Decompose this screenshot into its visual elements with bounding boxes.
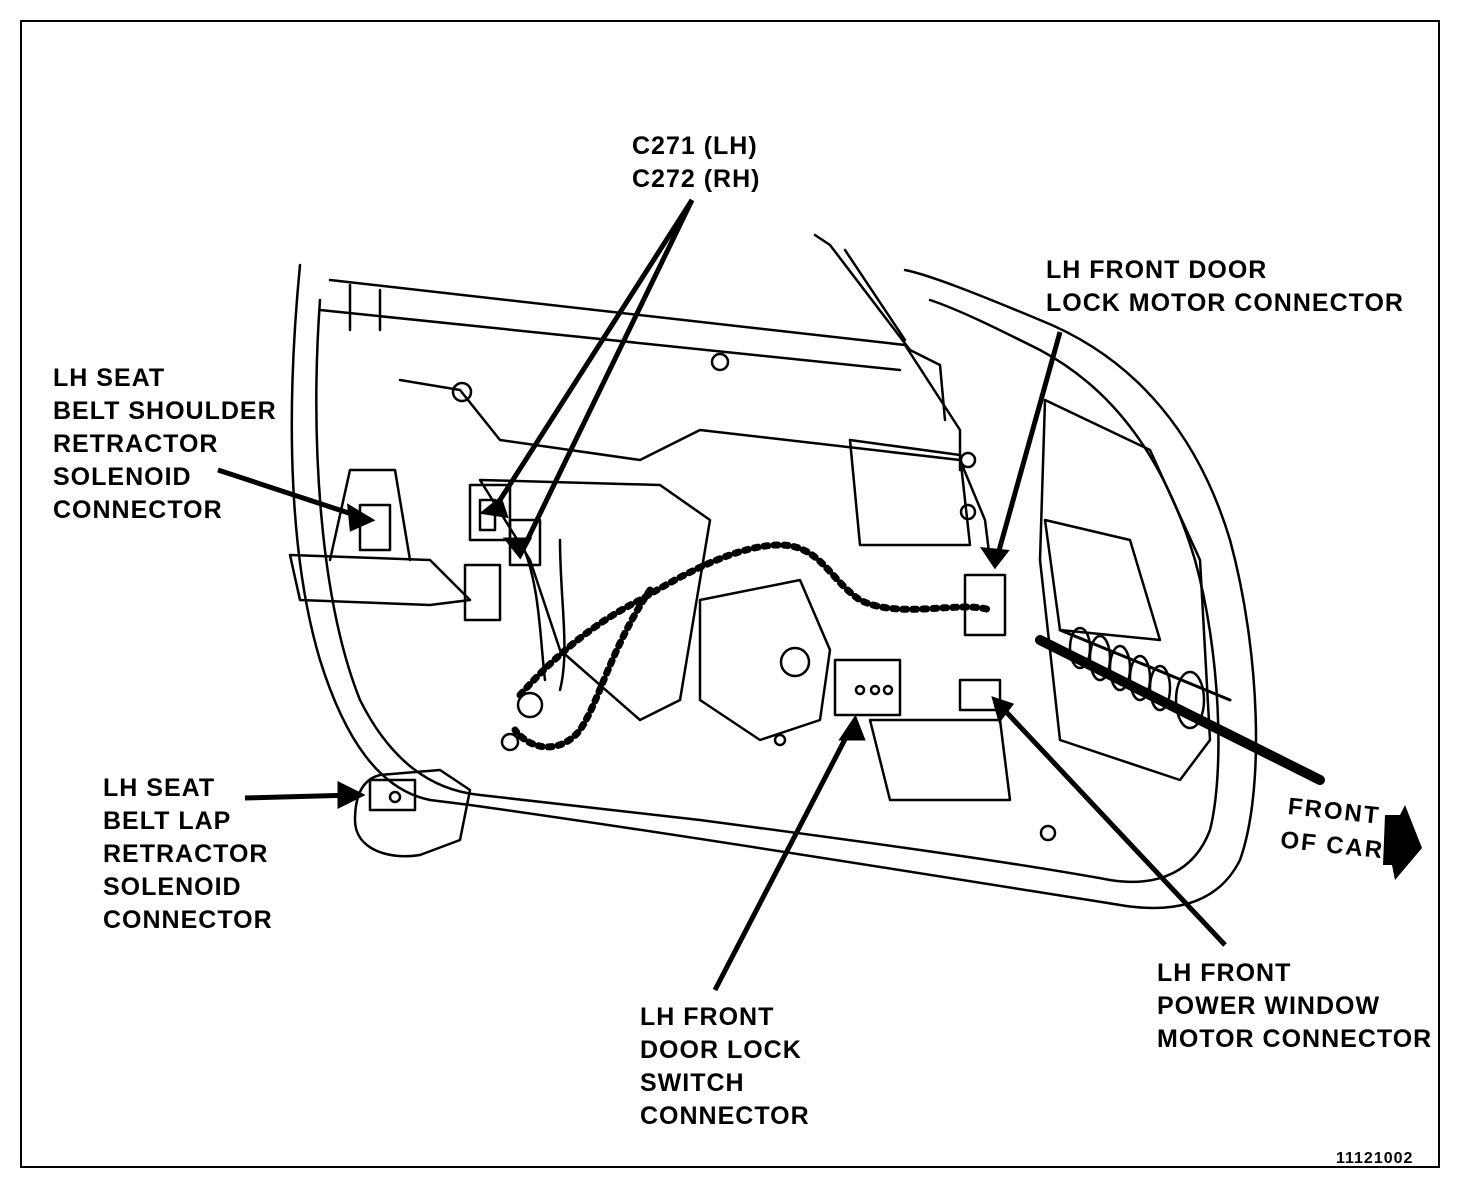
inner-stamping (398, 378, 992, 562)
leader-lock-switch (712, 718, 858, 992)
leader-c271-a (497, 198, 695, 502)
label-lap-retractor-connector: LH SEAT BELT LAP RETRACTOR SOLENOID CONN… (103, 774, 273, 934)
leader-lock-motor (992, 331, 1063, 566)
leader-lap (244, 792, 356, 801)
leader-shoulder (217, 467, 371, 523)
label-lock-motor-connector: LH FRONT DOOR LOCK MOTOR CONNECTOR (1046, 256, 1404, 317)
label-window-motor-connector: LH FRONT POWER WINDOW MOTOR CONNECTOR (1157, 959, 1433, 1053)
label-front-of-car: FRONT OF CAR (1279, 793, 1386, 865)
wiring-harness (516, 541, 994, 699)
door-outer-shell (290, 263, 1258, 910)
lock-switch-body (833, 658, 902, 717)
front-arrow (1383, 805, 1422, 880)
cable-spring (1068, 626, 1206, 730)
leader-window-motor (993, 698, 1227, 947)
label-shoulder-retractor-connector: LH SEAT BELT SHOULDER RETRACTOR SOLENOID… (53, 364, 277, 524)
door-cable (1035, 635, 1325, 785)
figure-code: 11121002 (1336, 1150, 1414, 1167)
door-frame-post (813, 233, 947, 422)
hinge-panel (1038, 398, 1212, 782)
lap-retractor-bracket (353, 768, 472, 858)
label-c271-c272: C271 (LH) C272 (RH) (632, 132, 761, 193)
label-lock-switch-connector: LH FRONT DOOR LOCK SWITCH CONNECTOR (640, 1003, 810, 1130)
door-inner-panel (315, 298, 1220, 884)
seat-belt-bracket (288, 553, 472, 607)
leader-c271-b (517, 198, 695, 557)
